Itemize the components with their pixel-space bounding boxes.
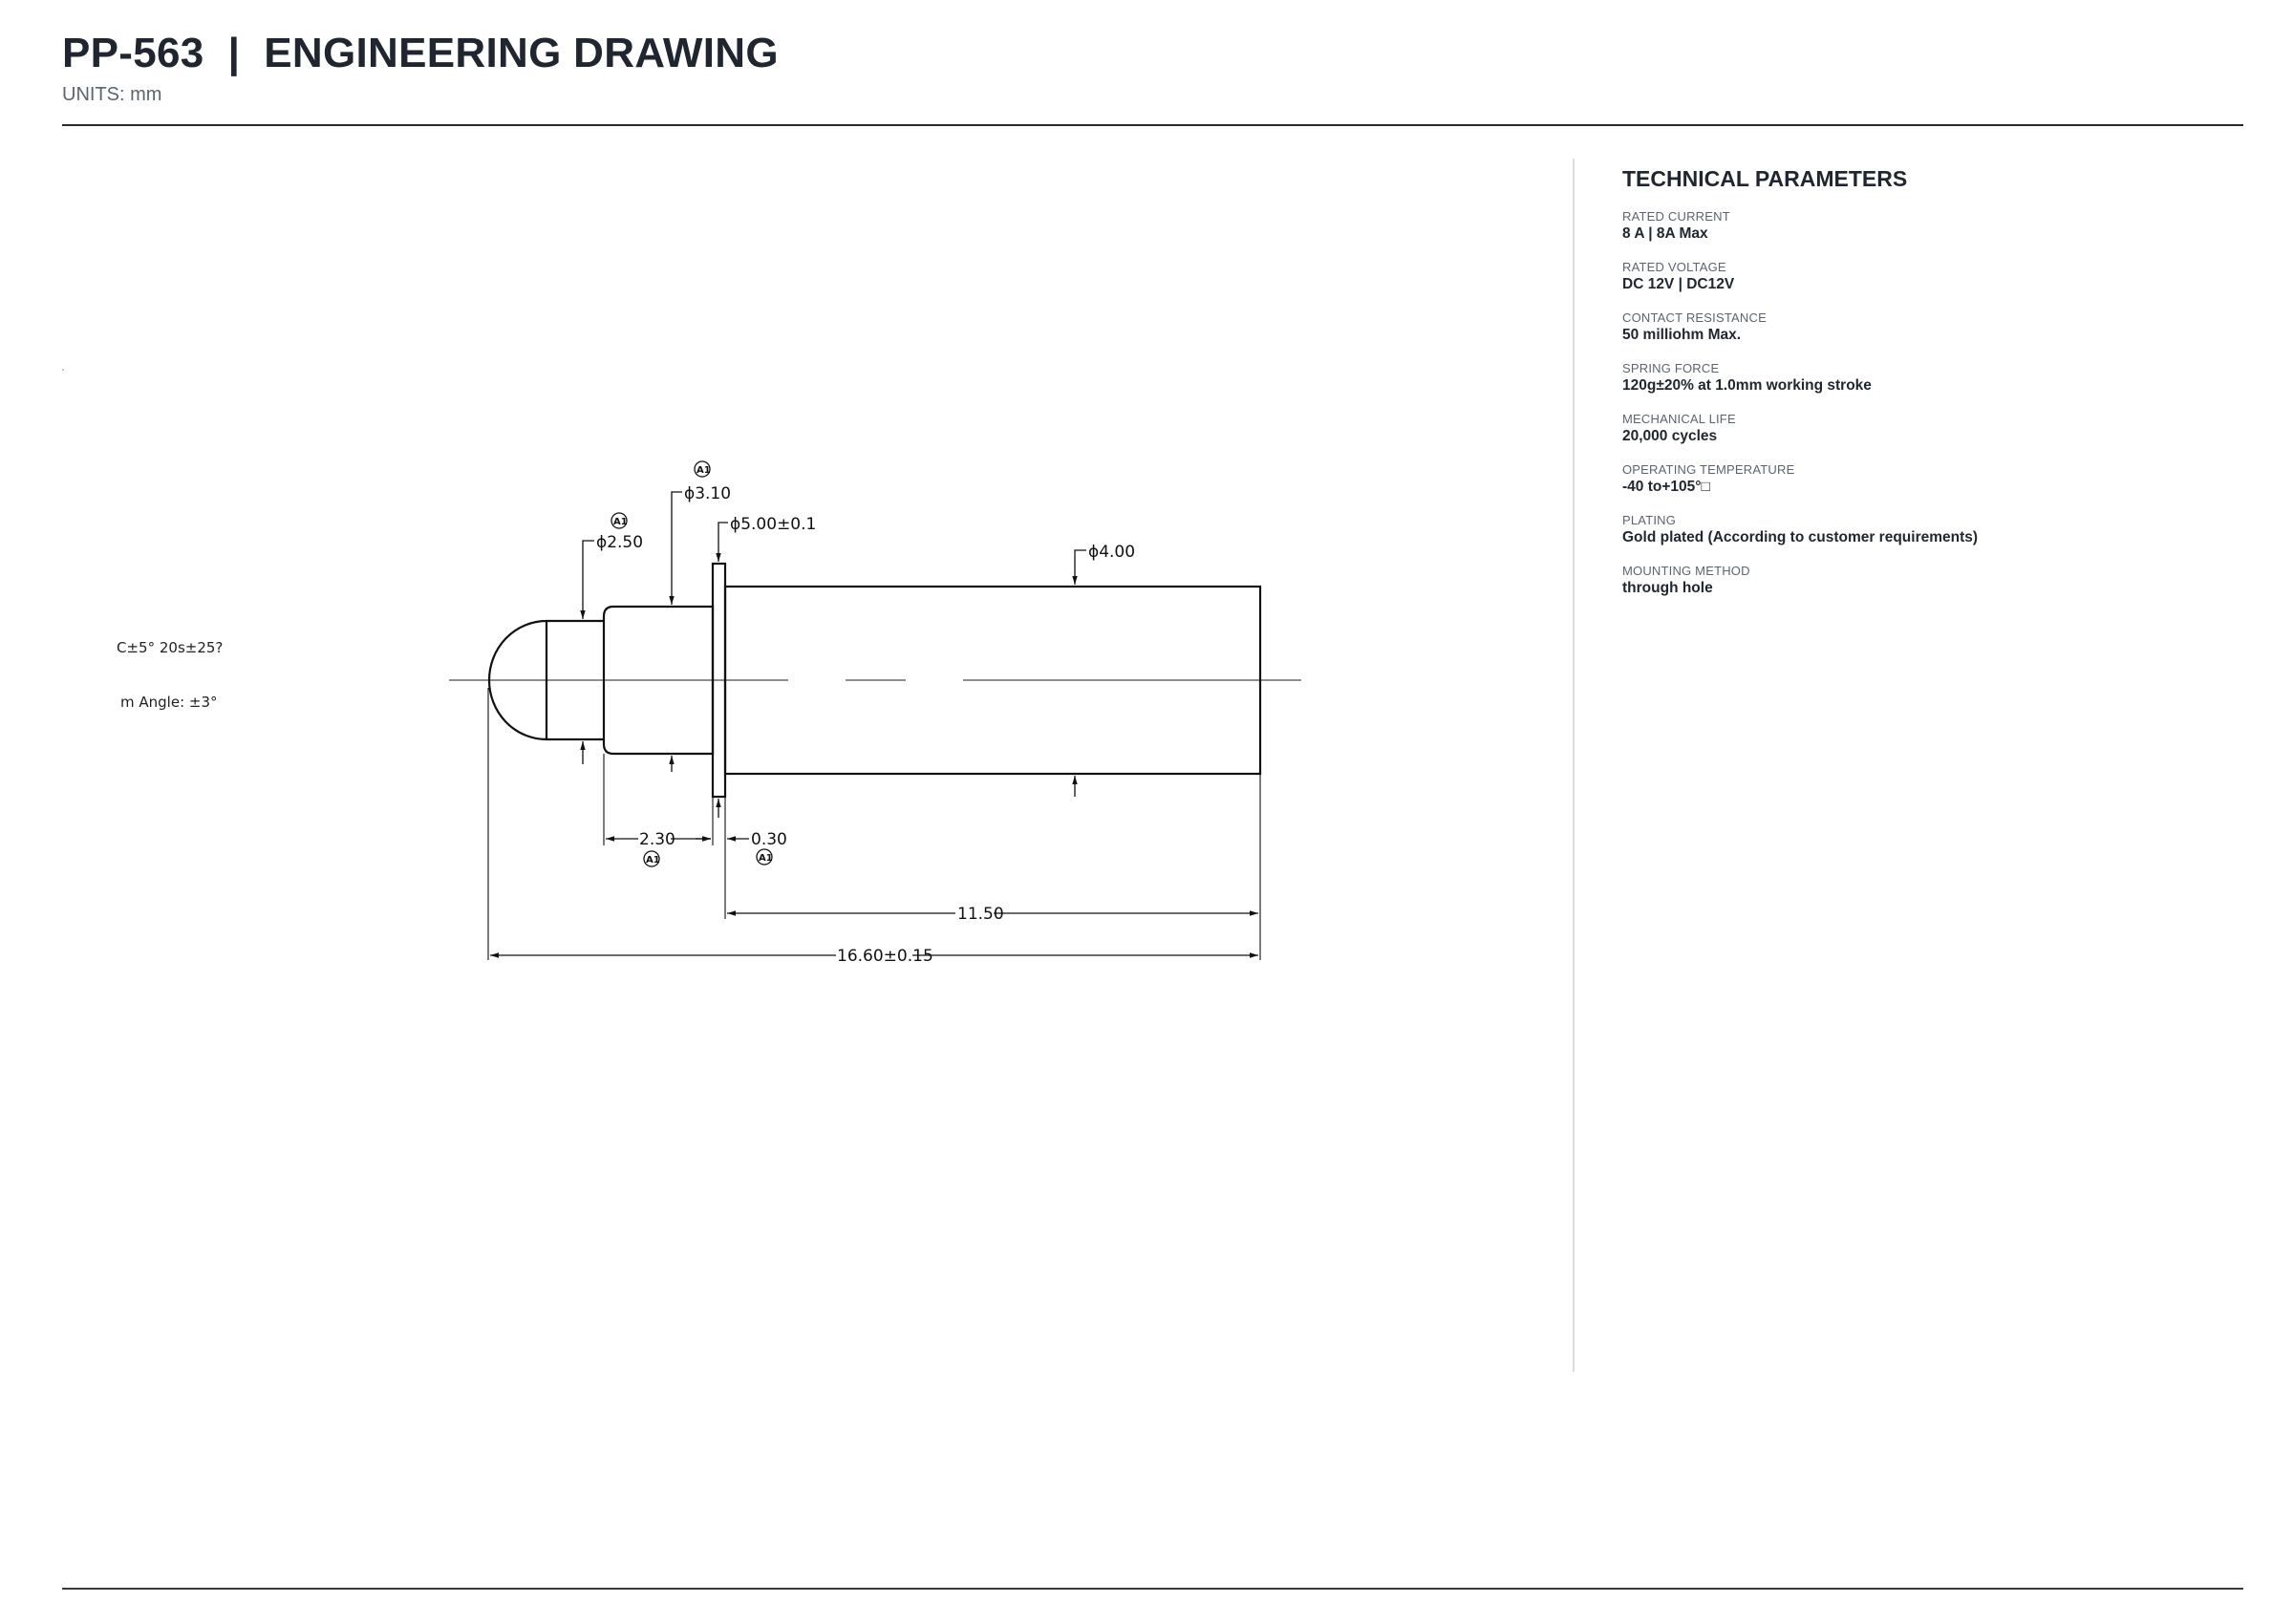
plunger-tip bbox=[487, 619, 547, 741]
dim-len-barrel: 11.50 bbox=[957, 905, 1004, 924]
param-value: 50 milliohm Max. bbox=[1622, 327, 1742, 343]
diameter-callouts bbox=[580, 491, 1086, 818]
footer-divider bbox=[62, 1588, 2243, 1590]
cropped-angle-note: m Angle: ±3° bbox=[120, 694, 218, 711]
length-dimension-lines bbox=[490, 836, 1258, 958]
param-mechanical-life: MECHANICAL LIFE 20,000 cycles bbox=[1622, 412, 2215, 446]
inspection-tag: A1 bbox=[756, 848, 773, 865]
param-label: MECHANICAL LIFE bbox=[1622, 412, 1736, 426]
param-value: 20,000 cycles bbox=[1622, 428, 1718, 444]
cropped-notes: C±5° 20s±25? m Angle: ±3° bbox=[62, 369, 223, 711]
dim-len-neck: 2.30 bbox=[639, 830, 675, 849]
panel-divider bbox=[1573, 159, 1575, 1372]
param-value: 8 A | 8A Max bbox=[1622, 225, 1708, 242]
units-label: UNITS: mm bbox=[62, 84, 162, 105]
inspection-tag: A1 bbox=[611, 512, 628, 529]
dim-dia-neck: ϕ3.10 bbox=[684, 484, 731, 503]
technical-parameters-title: TECHNICAL PARAMETERS bbox=[1622, 166, 1908, 191]
dim-len-total: 16.60±0.15 bbox=[837, 947, 933, 966]
pogo-pin-drawing: ϕ2.50 ϕ3.10 ϕ5.00±0.1 ϕ4.00 2.30 0.30 11… bbox=[62, 369, 1301, 966]
param-contact-resistance: CONTACT RESISTANCE 50 milliohm Max. bbox=[1622, 310, 2215, 345]
page-title: PP-563 | ENGINEERING DRAWING bbox=[62, 30, 779, 76]
param-label: PLATING bbox=[1622, 513, 1677, 527]
param-spring-force: SPRING FORCE 120g±20% at 1.0mm working s… bbox=[1622, 361, 2215, 395]
param-rated-voltage: RATED VOLTAGE DC 12V | DC12V bbox=[1622, 260, 2215, 294]
svg-text:A1: A1 bbox=[696, 465, 711, 476]
svg-text:A1: A1 bbox=[613, 517, 628, 527]
barrel bbox=[723, 585, 1262, 776]
param-operating-temperature: OPERATING TEMPERATURE -40 to+105°□ bbox=[1622, 462, 2215, 497]
svg-text:A1: A1 bbox=[646, 855, 660, 865]
inspection-tag: A1 bbox=[643, 850, 660, 867]
param-value: Gold plated (According to customer requi… bbox=[1622, 529, 1979, 545]
param-value: through hole bbox=[1622, 580, 1713, 596]
param-value: 120g±20% at 1.0mm working stroke bbox=[1622, 377, 1872, 394]
param-plating: PLATING Gold plated (According to custom… bbox=[1622, 513, 2215, 547]
dim-len-flange: 0.30 bbox=[751, 830, 787, 849]
dim-dia-barrel: ϕ4.00 bbox=[1088, 543, 1135, 562]
cropped-tolerance-note: C±5° 20s±25? bbox=[117, 639, 223, 656]
param-mounting-method: MOUNTING METHOD through hole bbox=[1622, 564, 2215, 598]
dim-dia-flange: ϕ5.00±0.1 bbox=[730, 515, 816, 534]
pin-outline bbox=[487, 562, 1262, 799]
param-value: DC 12V | DC12V bbox=[1622, 276, 1735, 292]
extension-lines bbox=[487, 688, 1261, 960]
dim-dia-tip: ϕ2.50 bbox=[596, 533, 643, 552]
param-label: OPERATING TEMPERATURE bbox=[1622, 462, 1795, 477]
param-label: RATED VOLTAGE bbox=[1622, 260, 1726, 274]
param-value: -40 to+105°□ bbox=[1622, 479, 1710, 495]
inspection-tag: A1 bbox=[694, 460, 711, 478]
param-label: CONTACT RESISTANCE bbox=[1622, 310, 1767, 325]
technical-parameters-panel: TECHNICAL PARAMETERS RATED CURRENT 8 A |… bbox=[1622, 166, 2215, 614]
drawing-header: PP-563 | ENGINEERING DRAWING UNITS: mm bbox=[62, 27, 2240, 106]
header-divider bbox=[62, 124, 2243, 126]
param-label: MOUNTING METHOD bbox=[1622, 564, 1750, 578]
svg-text:A1: A1 bbox=[759, 853, 773, 864]
param-label: RATED CURRENT bbox=[1622, 209, 1730, 224]
param-label: SPRING FORCE bbox=[1622, 361, 1720, 375]
param-rated-current: RATED CURRENT 8 A | 8A Max bbox=[1622, 209, 2215, 244]
